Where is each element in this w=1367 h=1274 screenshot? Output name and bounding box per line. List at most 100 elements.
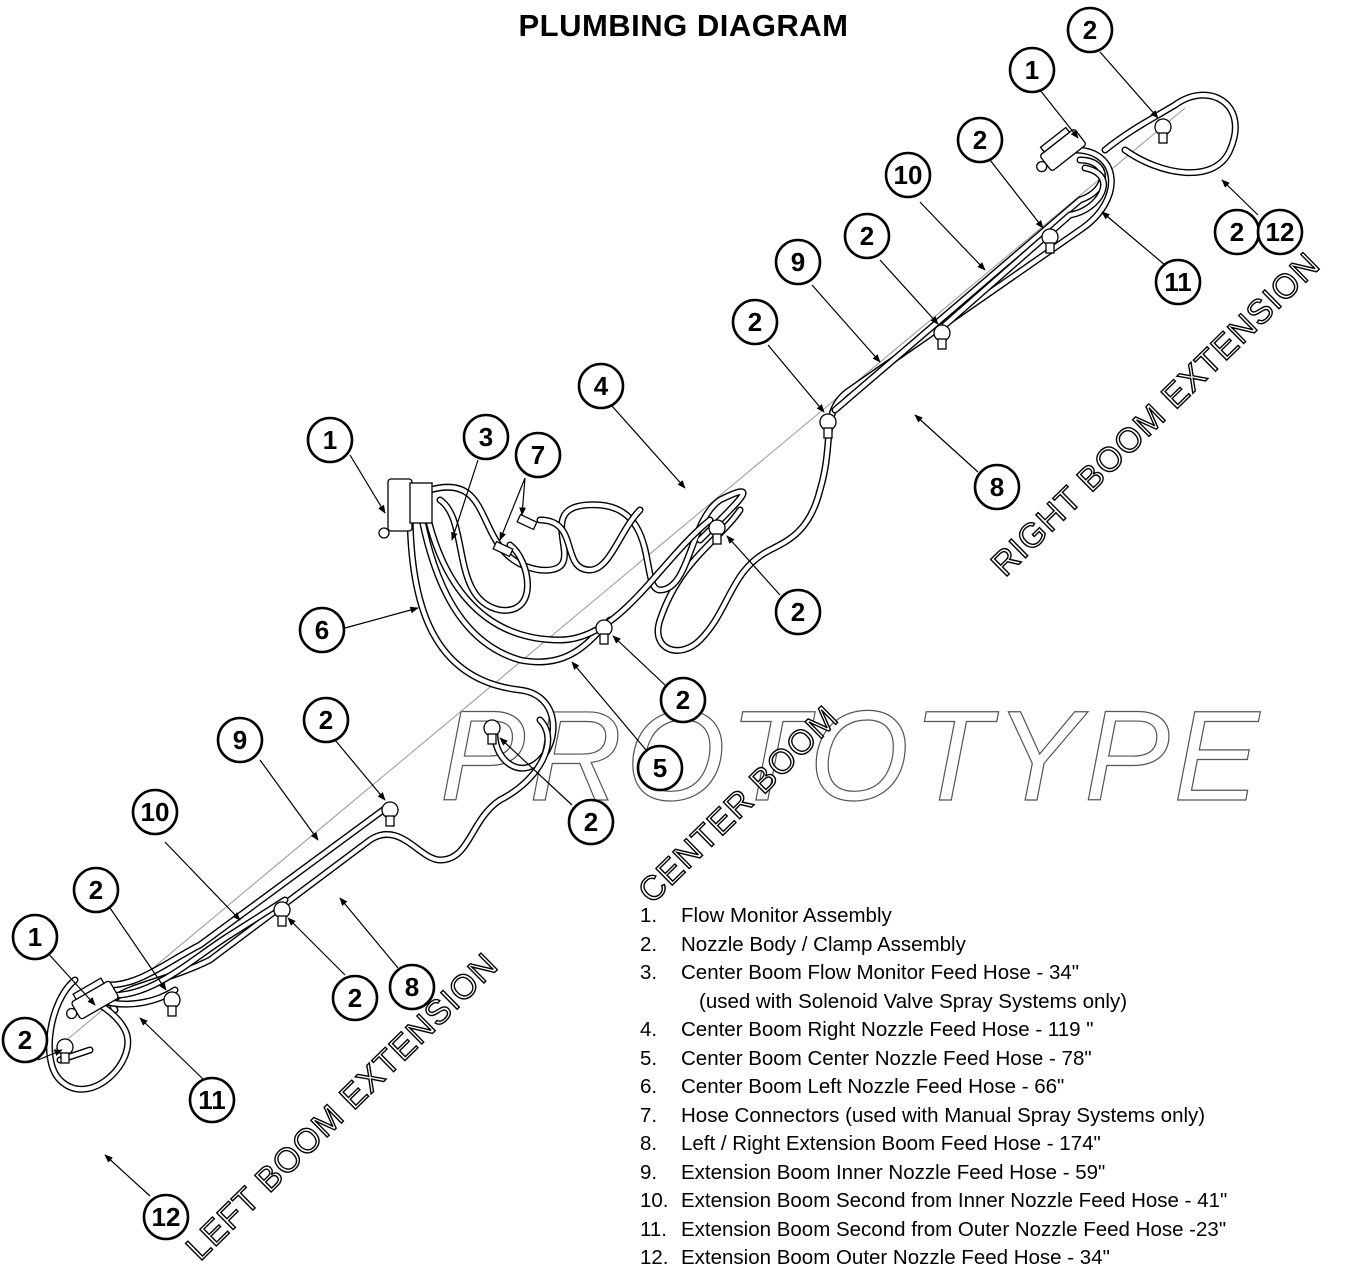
svg-text:2: 2 [1230, 217, 1244, 247]
callout-balloon: 3 [462, 413, 510, 461]
prototype-watermark: PROTOTYPE [440, 685, 1263, 828]
legend-item: 11. Extension Boom Second from Outer Nozz… [640, 1216, 1227, 1245]
legend-text: Center Boom Left Nozzle Feed Hose - 66" [681, 1075, 1065, 1098]
legend-item: 9. Extension Boom Inner Nozzle Feed Hose … [640, 1159, 1227, 1188]
svg-text:2: 2 [18, 1025, 32, 1055]
svg-text:3: 3 [479, 422, 493, 452]
legend-number: 6. [640, 1075, 658, 1098]
callout-balloon: 2 [1213, 208, 1261, 256]
legend-text: Flow Monitor Assembly [681, 904, 892, 927]
svg-text:1: 1 [323, 425, 337, 455]
nozzle-bodies [56, 118, 1172, 1064]
svg-text:1: 1 [28, 922, 42, 952]
callout-balloon: 1 [1008, 46, 1056, 94]
callout-balloon: 1 [306, 416, 354, 464]
callout-balloon: 7 [514, 431, 562, 479]
callouts: 2 1 2 10 2 9 2 2 12 11 8 1 3 7 4 2 6 2 2… [1, 6, 1304, 1241]
legend-item: 6. Center Boom Left Nozzle Feed Hose - 66… [640, 1073, 1227, 1102]
legend-number: 2. [640, 932, 658, 956]
callout-balloon: 9 [774, 238, 822, 286]
legend-number: 10. [640, 1189, 669, 1212]
svg-text:2: 2 [973, 125, 987, 155]
legend-item: 2. Nozzle Body / Clamp Assembly [640, 931, 1227, 960]
flow-monitor-center [378, 478, 433, 539]
svg-text:2: 2 [584, 807, 598, 837]
svg-text:10: 10 [894, 160, 923, 190]
svg-text:12: 12 [1266, 217, 1295, 247]
svg-text:12: 12 [152, 1202, 181, 1232]
legend-item: 5. Center Boom Center Nozzle Feed Hose - … [640, 1045, 1227, 1074]
legend-item: 10. Extension Boom Second from Inner Nozz… [640, 1187, 1227, 1216]
svg-text:9: 9 [233, 725, 247, 755]
flow-monitor-right [1036, 126, 1086, 173]
callout-balloon: 10 [131, 788, 179, 836]
svg-text:8: 8 [990, 472, 1004, 502]
legend-number: 7. [640, 1103, 658, 1127]
callout-balloon: 2 [659, 676, 707, 724]
legend-number: 5. [640, 1046, 658, 1070]
svg-text:2: 2 [676, 685, 690, 715]
svg-text:11: 11 [1164, 267, 1192, 297]
legend-item: 12. Extension Boom Outer Nozzle Feed Hose… [640, 1244, 1227, 1273]
legend-item: 1. Flow Monitor Assembly [640, 902, 1227, 931]
svg-text:1: 1 [1025, 55, 1039, 85]
svg-text:7: 7 [531, 440, 545, 470]
legend-text: Extension Boom Second from Inner Nozzle … [681, 1189, 1228, 1212]
legend-number: 8. [640, 1132, 658, 1155]
legend-number: 11. [640, 1217, 667, 1241]
legend-text: Center Boom Flow Monitor Feed Hose - 34" [681, 961, 1080, 984]
callout-balloon: 12 [142, 1193, 190, 1241]
hose-connectors [492, 513, 538, 558]
legend-text: Extension Boom Second from Outer Nozzle … [681, 1217, 1227, 1241]
svg-text:2: 2 [748, 307, 762, 337]
legend-text: Left / Right Extension Boom Feed Hose - … [681, 1132, 1101, 1155]
legend-text: Hose Connectors (used with Manual Spray … [681, 1103, 1206, 1127]
legend-number: 9. [640, 1160, 658, 1184]
legend-text: Extension Boom Outer Nozzle Feed Hose - … [681, 1246, 1110, 1269]
callout-balloon: 2 [331, 974, 379, 1022]
legend-item: 4.Center Boom Right Nozzle Feed Hose - 1… [640, 1016, 1227, 1045]
legend-item: 8. Left / Right Extension Boom Feed Hose … [640, 1130, 1227, 1159]
svg-text:2: 2 [1083, 15, 1097, 45]
svg-text:5: 5 [653, 753, 667, 783]
legend-number: 3. [640, 961, 658, 984]
callout-balloon: 11 [1154, 258, 1202, 306]
parts-legend: 1. Flow Monitor Assembly 2. Nozzle Body / … [640, 902, 1227, 1273]
svg-text:9: 9 [791, 247, 805, 277]
legend-text: Center Boom Center Nozzle Feed Hose - 78… [681, 1046, 1092, 1070]
svg-text:2: 2 [89, 875, 103, 905]
callout-balloon: 2 [1, 1016, 49, 1064]
callout-balloon: 2 [956, 116, 1004, 164]
callout-balloon: 10 [884, 151, 932, 199]
callout-balloon: 12 [1256, 208, 1304, 256]
legend-item: 3. Center Boom Flow Monitor Feed Hose - 3… [640, 959, 1227, 1016]
legend-text: Nozzle Body / Clamp Assembly [681, 932, 966, 956]
callout-balloon: 2 [731, 298, 779, 346]
svg-text:8: 8 [405, 972, 419, 1002]
diagram-title: PLUMBING DIAGRAM [518, 8, 849, 43]
legend-text: Extension Boom Inner Nozzle Feed Hose - … [681, 1160, 1106, 1184]
callout-balloon: 1 [11, 913, 59, 961]
svg-text:2: 2 [791, 597, 805, 627]
svg-text:2: 2 [860, 221, 874, 251]
legend-text: Center Boom Right Nozzle Feed Hose - 119… [681, 1018, 1094, 1041]
callout-balloon: 4 [577, 362, 625, 410]
legend-subtext: (used with Solenoid Valve Spray Systems … [699, 989, 1128, 1013]
callout-balloon: 9 [216, 716, 264, 764]
svg-text:11: 11 [198, 1085, 226, 1115]
svg-text:4: 4 [594, 371, 609, 401]
callout-balloon: 2 [72, 866, 120, 914]
callout-balloon: 5 [636, 744, 684, 792]
callout-balloon: 2 [567, 798, 615, 846]
leader-lines [37, 51, 1259, 1197]
callout-balloon: 8 [973, 463, 1021, 511]
svg-text:10: 10 [141, 797, 170, 827]
callout-balloon: 2 [774, 588, 822, 636]
svg-text:6: 6 [315, 615, 329, 645]
legend-number: 12. [640, 1246, 669, 1269]
svg-text:2: 2 [319, 705, 333, 735]
legend-number: 1. [640, 904, 658, 927]
legend-item: 7. Hose Connectors (used with Manual Spra… [640, 1102, 1227, 1131]
svg-text:2: 2 [348, 983, 362, 1013]
